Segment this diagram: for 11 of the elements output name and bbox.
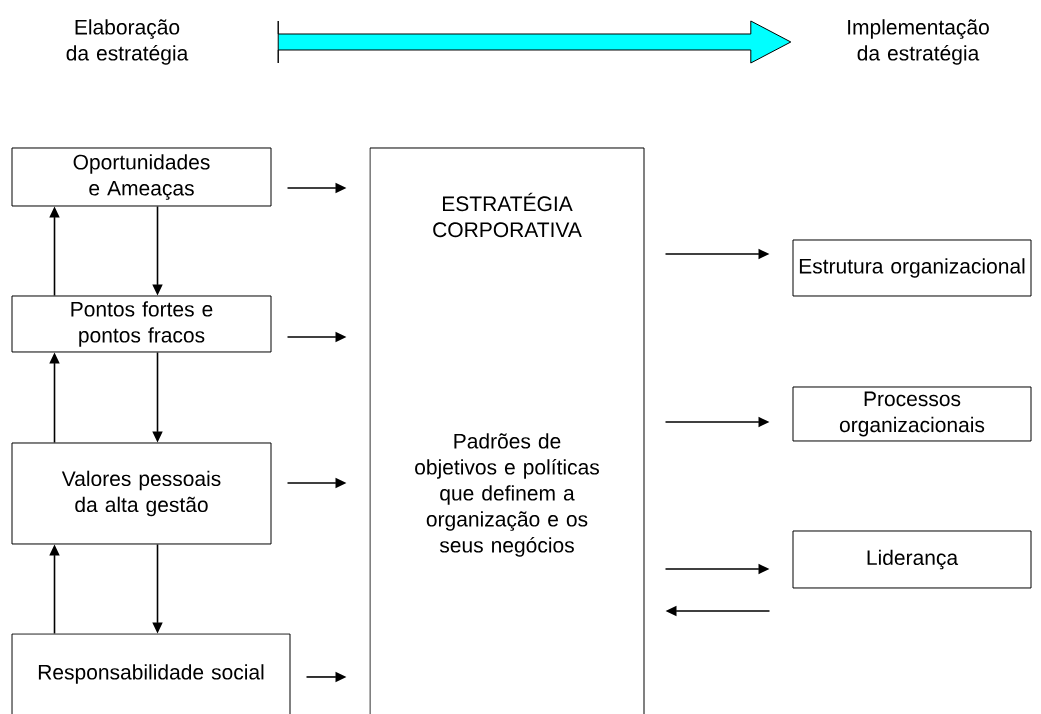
process-box: Responsabilidade social: [11, 633, 291, 714]
process-box: Oportunidades e Ameaças: [11, 147, 272, 207]
stage-label: Elaboração da estratégia: [66, 19, 189, 65]
process-box: Pontos fortes e pontos fracos: [11, 295, 272, 353]
process-box: Estrutura organizacional: [792, 239, 1032, 297]
block-arrow: [277, 20, 792, 64]
process-box: Processos organizacionais: [792, 386, 1032, 442]
strategy-box: ESTRATÉGIA CORPORATIVA Padrões de objetivos e políticas que definem a organização e os seus negócios: [369, 147, 645, 714]
process-box: Liderança: [792, 530, 1032, 589]
stage-label: Implementação da estratégia: [848, 19, 989, 65]
process-box: Valores pessoais da alta gestão: [11, 442, 272, 545]
